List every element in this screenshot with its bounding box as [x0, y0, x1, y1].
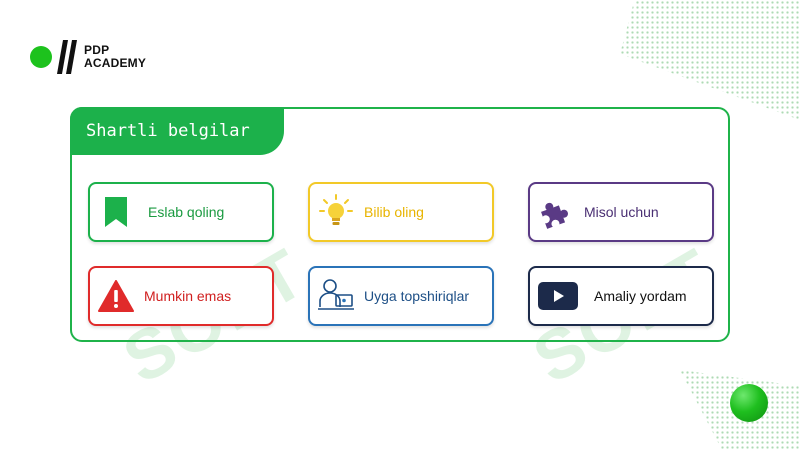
decorative-green-ball	[730, 384, 768, 422]
logo-dot	[30, 46, 52, 68]
legend-card-learn: Bilib oling	[308, 182, 494, 242]
bookmark-icon	[96, 192, 136, 232]
card-label: Eslab qoling	[148, 204, 225, 220]
card-label: Mumkin emas	[144, 288, 232, 304]
panel-title: Shartli belgilar	[70, 107, 284, 155]
lightbulb-icon	[316, 192, 356, 232]
student-laptop-icon	[316, 276, 356, 316]
legend-card-homework: Uyga topshiriqlar	[308, 266, 494, 326]
legend-card-forbidden: Mumkin emas	[88, 266, 274, 326]
video-play-icon	[536, 276, 580, 316]
warning-icon	[96, 276, 136, 316]
legend-card-example: Misol uchun	[528, 182, 714, 242]
logo-slashes-icon	[57, 40, 77, 74]
legend-card-practical: Amaliy yordam	[528, 266, 714, 326]
puzzle-icon	[536, 192, 576, 232]
brand-line-2: ACADEMY	[84, 56, 147, 70]
brand-logo: PDP ACADEMY	[30, 40, 146, 74]
card-label: Bilib oling	[364, 204, 424, 220]
card-label: Uyga topshiriqlar	[364, 288, 470, 304]
legend-card-remember: Eslab qoling	[88, 182, 274, 242]
decorative-dot-pattern-top	[620, 0, 800, 120]
card-label: Misol uchun	[584, 204, 659, 220]
card-label: Amaliy yordam	[594, 288, 687, 304]
brand-line-1: PDP	[84, 43, 110, 57]
brand-name: PDP ACADEMY	[84, 44, 146, 70]
legend-panel: Shartli belgilar Eslab qoling Bilib olin…	[70, 107, 730, 342]
